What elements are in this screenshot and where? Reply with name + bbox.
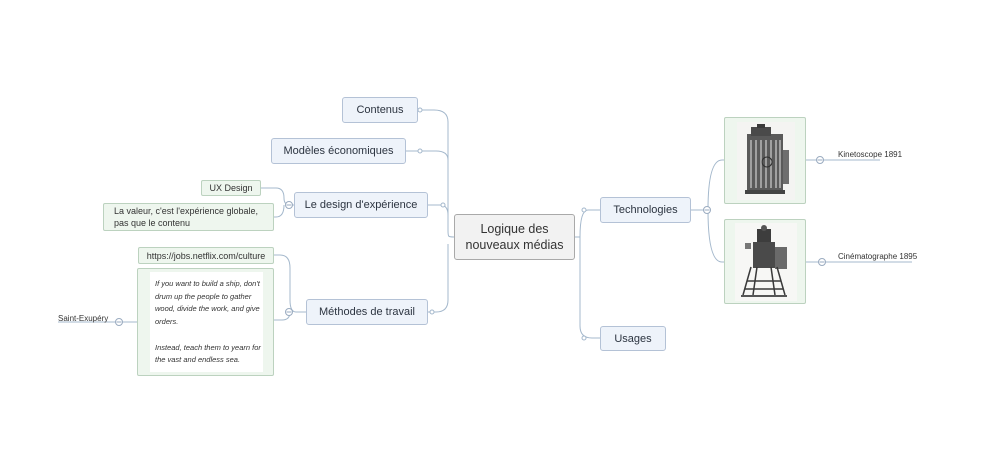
topic-design-experience[interactable]: Le design d'expérience (294, 192, 428, 218)
topic-usages-label: Usages (614, 332, 652, 345)
central-topic[interactable]: Logique des nouveaux médias (454, 214, 575, 260)
label-kinetoscope-text: Kinetoscope 1891 (838, 150, 903, 159)
topic-design-label: Le design d'expérience (304, 199, 418, 211)
label-cinematographe[interactable]: Cinématographe 1895 (838, 252, 917, 261)
subtopic-ux-design[interactable]: UX Design (201, 180, 261, 196)
topic-usages[interactable]: Usages (600, 326, 666, 351)
quote-panel (150, 272, 263, 372)
subtopic-kinetoscope-image[interactable] (724, 117, 806, 204)
topic-contenus-label: Contenus (356, 104, 404, 116)
subtopic-url-label: https://jobs.netflix.com/culture (146, 250, 266, 261)
quote-paragraph-2: Instead, teach them to yearn for the vas… (155, 342, 261, 365)
subtopic-quote[interactable] (137, 268, 274, 376)
topic-technologies[interactable]: Technologies (600, 197, 691, 223)
cinematographe-icon (735, 223, 797, 301)
topic-modeles-economiques[interactable]: Modèles économiques (271, 138, 406, 164)
topic-contenus[interactable]: Contenus (342, 97, 418, 123)
subtopic-valeur[interactable]: La valeur, c'est l'expérience globale, p… (103, 203, 274, 231)
topic-methodes-travail[interactable]: Méthodes de travail (306, 299, 428, 325)
kinetoscope-icon (737, 122, 795, 200)
label-saint-exupery-text: Saint-Exupéry (58, 314, 109, 323)
label-kinetoscope[interactable]: Kinetoscope 1891 (838, 150, 902, 159)
subtopic-netflix-url[interactable]: https://jobs.netflix.com/culture (138, 247, 274, 264)
kinetoscope-picture (737, 122, 795, 200)
topic-modeles-label: Modèles économiques (283, 145, 394, 157)
topic-methodes-label: Méthodes de travail (319, 306, 415, 318)
cinematographe-picture (735, 223, 797, 301)
topic-technologies-label: Technologies (613, 204, 678, 216)
subtopic-ux-label: UX Design (209, 183, 253, 193)
subtopic-valeur-label: La valeur, c'est l'expérience globale, p… (114, 206, 259, 228)
label-saint-exupery[interactable]: Saint-Exupéry (58, 314, 108, 323)
quote-text: If you want to build a ship, don't drum … (155, 278, 273, 380)
quote-paragraph-1: If you want to build a ship, don't drum … (155, 279, 260, 327)
central-topic-label: Logique des nouveaux médias (465, 222, 564, 252)
label-cinematographe-text: Cinématographe 1895 (838, 252, 918, 261)
subtopic-cinematographe-image[interactable] (724, 219, 806, 304)
